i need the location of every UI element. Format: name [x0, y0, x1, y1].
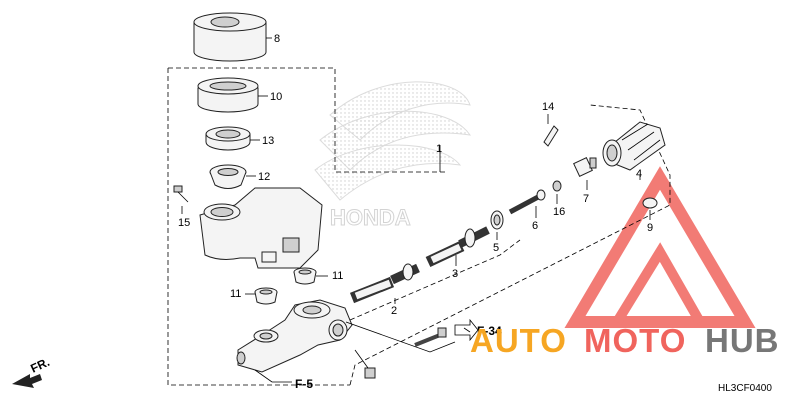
reservoir-bolt [173, 185, 189, 214]
dust-boot [602, 121, 666, 171]
front-direction-arrow: FR. [12, 355, 52, 388]
reference-f5: F-5 [295, 377, 313, 391]
label-part-10: 10 [270, 91, 282, 103]
clip [543, 114, 559, 147]
grommet-upper [293, 267, 328, 285]
label-part-3: 3 [452, 268, 458, 280]
primary-piston [425, 226, 490, 267]
label-part-14: 14 [542, 101, 554, 113]
reservoir-cap [197, 77, 268, 113]
watermark-auto: AUTO [470, 322, 567, 359]
label-part-16: 16 [553, 206, 565, 218]
washer [490, 210, 504, 240]
honda-wing-logo: HONDA [314, 81, 472, 231]
watermark-triangle [564, 166, 756, 328]
label-part-11-upper: 11 [332, 270, 343, 282]
label-part-15: 15 [178, 217, 190, 229]
label-part-13: 13 [262, 135, 274, 147]
push-rod-joint [573, 157, 597, 190]
assembly-boundary [167, 67, 671, 386]
label-part-5: 5 [493, 242, 499, 254]
mounting-bolt [345, 318, 479, 353]
lock-nut [552, 180, 562, 204]
leader-lines [254, 145, 641, 383]
label-part-4: 4 [636, 168, 642, 180]
master-cylinder-body [236, 299, 353, 373]
label-part-12: 12 [258, 171, 270, 183]
honda-logo-text: HONDA [330, 205, 411, 230]
reservoir-cap-cover [193, 12, 272, 62]
clevis-pin [642, 197, 658, 220]
label-part-2: 2 [391, 305, 397, 317]
label-part-6: 6 [532, 220, 538, 232]
secondary-piston [349, 263, 420, 304]
reference-f34: F-34 [477, 324, 502, 338]
push-rod [508, 189, 546, 218]
watermark-moto: MOTO [584, 322, 686, 359]
bottom-nut [354, 349, 376, 379]
label-part-8: 8 [274, 33, 280, 45]
reservoir-body [199, 187, 323, 269]
diaphragm [209, 164, 256, 189]
grommet-lower [245, 287, 278, 305]
label-part-7: 7 [583, 193, 589, 205]
diaphragm-plate [205, 126, 260, 151]
label-part-9: 9 [647, 222, 653, 234]
front-label: FR. [28, 355, 51, 376]
watermark-hub: HUB [705, 322, 780, 359]
label-part-11-lower: 11 [230, 288, 241, 300]
label-part-1: 1 [436, 143, 442, 155]
diagram-code: HL3CF0400 [718, 383, 772, 394]
watermark-text: AUTO MOTO HUB [470, 322, 780, 359]
